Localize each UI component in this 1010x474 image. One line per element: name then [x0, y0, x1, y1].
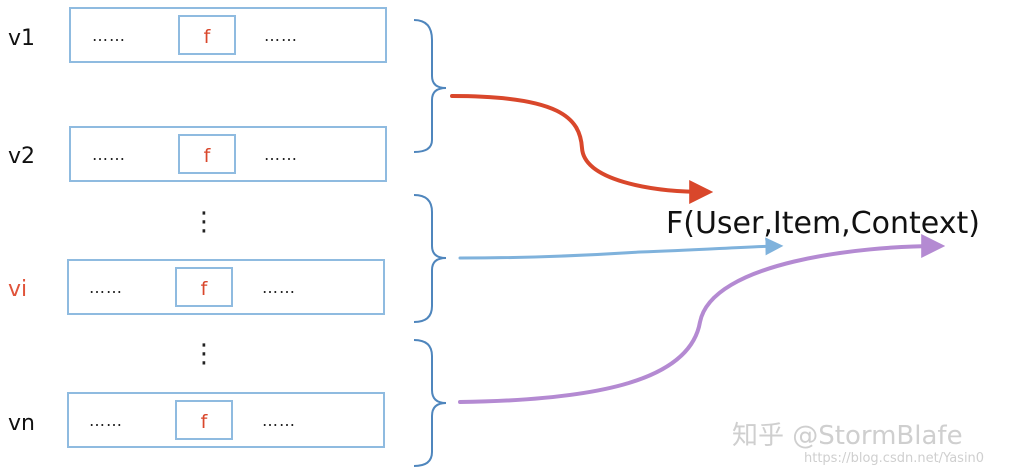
watermark-text: 知乎 @StormBlafe: [732, 421, 963, 451]
row-label-v1: v1: [8, 26, 35, 51]
row-left-dots-n: ……: [89, 411, 123, 430]
f-cell-label-1: f: [204, 26, 212, 48]
watermark-url: https://blog.csdn.net/Yasin0: [804, 451, 984, 466]
row-label-vi: vi: [8, 277, 27, 302]
f-cell-n: [175, 400, 233, 440]
brace-top: [413, 19, 447, 153]
row-label-v2: v2: [8, 144, 35, 169]
arrow-red: [450, 94, 714, 204]
f-cell-label-i: f: [201, 278, 209, 300]
brace-bottom: [413, 339, 447, 467]
f-cell-1: [178, 15, 236, 55]
row-right-dots-1: ……: [264, 26, 298, 45]
row-right-dots-2: ……: [264, 145, 298, 164]
arrow-blue: [458, 237, 784, 260]
row-left-dots-2: ……: [92, 145, 126, 164]
row-right-dots-n: ……: [262, 411, 296, 430]
row-left-dots-i: ……: [89, 278, 123, 297]
f-cell-i: [175, 267, 233, 307]
brace-middle: [413, 194, 447, 323]
f-cell-2: [178, 134, 236, 174]
row-label-vn: vn: [8, 411, 35, 436]
f-cell-label-2: f: [204, 145, 212, 167]
vector-row-2: v2 …… f ……: [8, 126, 387, 182]
vector-row-1: v1 …… f ……: [8, 7, 387, 63]
result-function-label: F(User,Item,Context): [666, 206, 980, 241]
vector-row-i: vi …… f ……: [8, 259, 385, 315]
arrow-purple: [458, 234, 946, 404]
vertical-ellipsis-1: ⋮: [191, 207, 217, 237]
vertical-ellipsis-2: ⋮: [191, 339, 217, 369]
row-left-dots-1: ……: [92, 26, 126, 45]
vector-row-n: vn …… f ……: [8, 392, 385, 448]
row-right-dots-i: ……: [262, 278, 296, 297]
f-cell-label-n: f: [201, 411, 209, 433]
